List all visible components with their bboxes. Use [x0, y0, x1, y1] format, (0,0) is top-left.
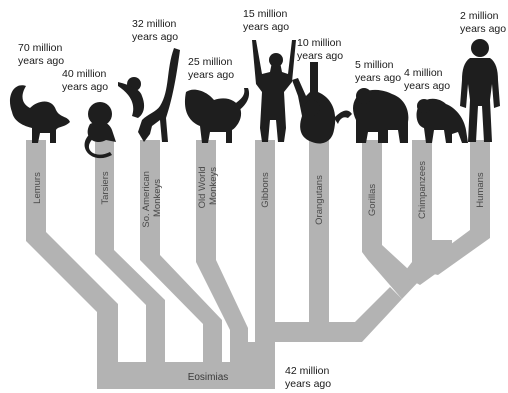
time-label-gibbons: 15 million: [243, 8, 288, 20]
silhouettes: [10, 39, 500, 158]
branch-junction: [402, 240, 452, 285]
time-label-orangutans-2: years ago: [297, 50, 343, 62]
branch-label-gorillas: Gorillas: [367, 184, 378, 216]
time-label-lemurs-2: years ago: [18, 55, 64, 67]
time-label-humans-2: years ago: [460, 23, 506, 35]
branch-great-apes: [275, 287, 402, 342]
branch-label-gibbons: Gibbons: [260, 172, 271, 208]
orangutan-icon: [292, 62, 352, 144]
branch-label-ow-monkeys: Old World Monkeys: [197, 164, 219, 209]
time-label-tarsiers-2: years ago: [62, 81, 108, 93]
branch-label-lemurs: Lemurs: [32, 172, 43, 204]
time-label-gorillas: 5 million: [355, 59, 394, 71]
spider-monkey-icon: [118, 48, 180, 142]
time-label-lemurs: 70 million: [18, 42, 63, 54]
time-label-sa-monkeys: 32 million: [132, 18, 177, 30]
lemur-icon: [10, 85, 70, 143]
branch-orangutans: [309, 140, 329, 322]
branch-label-chimpanzees: Chimpanzees: [417, 161, 428, 219]
time-label-root: 42 million: [285, 365, 330, 377]
time-label-sa-monkeys-2: years ago: [132, 31, 178, 43]
time-label-orangutans: 10 million: [297, 37, 342, 49]
gorilla-icon: [353, 88, 408, 143]
time-label-gorillas-2: years ago: [355, 72, 401, 84]
time-label-tarsiers: 40 million: [62, 68, 107, 80]
time-label-gibbons-2: years ago: [243, 21, 289, 33]
branch-label-humans: Humans: [475, 172, 486, 208]
time-label-ow-monkeys-2: years ago: [188, 69, 234, 81]
time-label-chimpanzees-2: years ago: [404, 80, 450, 92]
gibbon-icon: [252, 40, 296, 142]
baboon-icon: [185, 88, 249, 143]
time-label-chimpanzees: 4 million: [404, 67, 443, 79]
branch-label-orangutans: Orangutans: [314, 175, 325, 225]
time-label-ow-monkeys: 25 million: [188, 56, 233, 68]
root-label-eosimias: Eosimias: [188, 372, 229, 383]
time-label-root-2: years ago: [285, 378, 331, 390]
root-branch: [97, 362, 275, 389]
branch-label-tarsiers: Tarsiers: [100, 171, 111, 205]
human-icon: [460, 39, 500, 142]
time-label-humans: 2 million: [460, 10, 499, 22]
